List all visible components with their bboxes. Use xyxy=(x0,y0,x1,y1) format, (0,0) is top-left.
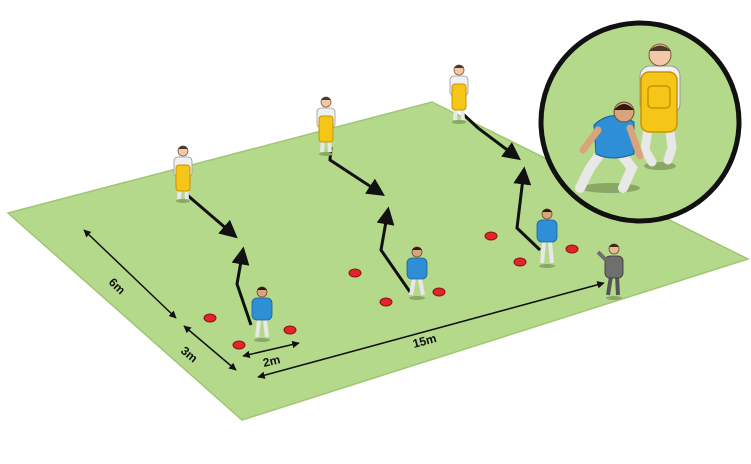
tackle-shield-holder-icon xyxy=(316,96,336,156)
channel-3 xyxy=(449,64,579,268)
attacker-run-arrow xyxy=(376,206,412,293)
attacker-run-arrow xyxy=(513,166,542,252)
dimension-line-3m xyxy=(183,325,237,371)
red-cone-icon xyxy=(232,340,246,350)
defender-run-arrow xyxy=(185,192,238,239)
attacker-run-arrow xyxy=(231,246,253,326)
tackle-shield-holder-icon xyxy=(449,64,469,124)
dimension-line-6m xyxy=(83,229,177,319)
channel-2 xyxy=(316,96,446,307)
red-cone-icon xyxy=(379,297,393,307)
red-cone-icon xyxy=(432,287,446,297)
defender-run-arrow xyxy=(461,112,521,161)
coach-icon xyxy=(596,243,624,300)
red-cone-icon xyxy=(565,244,579,254)
red-cone-icon xyxy=(203,313,217,323)
blue-attacker-icon xyxy=(536,208,558,268)
blue-attacker-icon xyxy=(406,246,428,300)
red-cone-icon xyxy=(348,268,362,278)
channel-1 xyxy=(173,145,297,350)
tackle-shield-holder-icon xyxy=(173,145,193,203)
red-cone-icon xyxy=(513,257,527,267)
red-cone-icon xyxy=(484,231,498,241)
blue-attacker-icon xyxy=(251,286,273,342)
zoom-inset xyxy=(538,20,742,224)
red-cone-icon xyxy=(283,325,297,335)
label-15m: 15m xyxy=(411,331,438,351)
dimension-line-15m xyxy=(257,281,605,379)
inset-blue-attacker-icon xyxy=(575,101,644,193)
inset-tackle-shield-holder-icon xyxy=(639,43,681,170)
